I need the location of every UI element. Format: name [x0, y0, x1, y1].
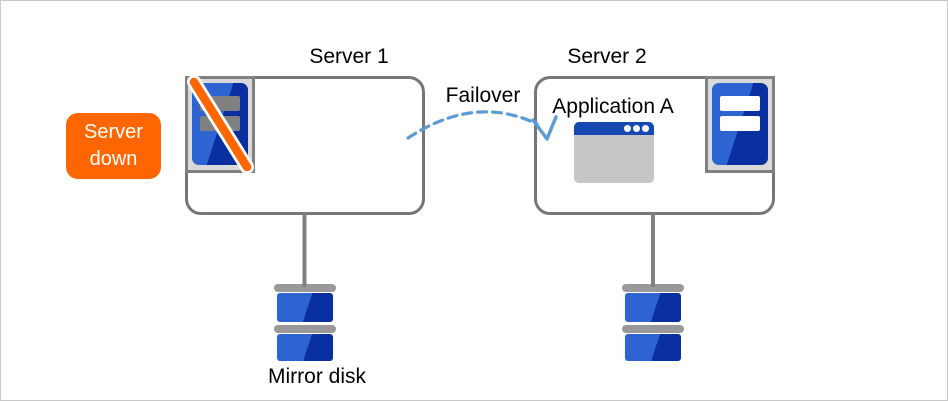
window-dots-icon — [624, 125, 649, 132]
disk-cap — [622, 325, 684, 333]
down-slash-icon — [187, 76, 254, 173]
application-window-icon — [574, 122, 654, 183]
badge-line2: down — [89, 148, 138, 170]
disk-segment — [277, 293, 333, 322]
disk-segment — [625, 334, 681, 361]
server1-title: Server 1 — [309, 45, 389, 68]
server-down-badge: Server down — [66, 113, 161, 179]
server-bar-icon — [720, 116, 760, 131]
mirror-disk-icon-left — [274, 284, 336, 361]
mirror-disk-label: Mirror disk — [268, 365, 366, 388]
mirror-disk-icon-right — [622, 284, 684, 361]
badge-line1: Server — [84, 121, 143, 143]
disk-cap — [274, 325, 336, 333]
server1-host-icon — [185, 76, 255, 173]
application-label: Application A — [552, 95, 674, 118]
disk-cap — [274, 284, 336, 292]
server-bar-icon — [720, 96, 760, 111]
server2-host-icon — [705, 76, 775, 173]
failover-label: Failover — [445, 84, 521, 107]
failover-arrow-curve — [406, 110, 539, 140]
disk-segment — [625, 293, 681, 322]
window-titlebar — [574, 122, 654, 135]
disk-segment — [277, 334, 333, 361]
server2-title: Server 2 — [567, 45, 647, 68]
disk-cap — [622, 284, 684, 292]
